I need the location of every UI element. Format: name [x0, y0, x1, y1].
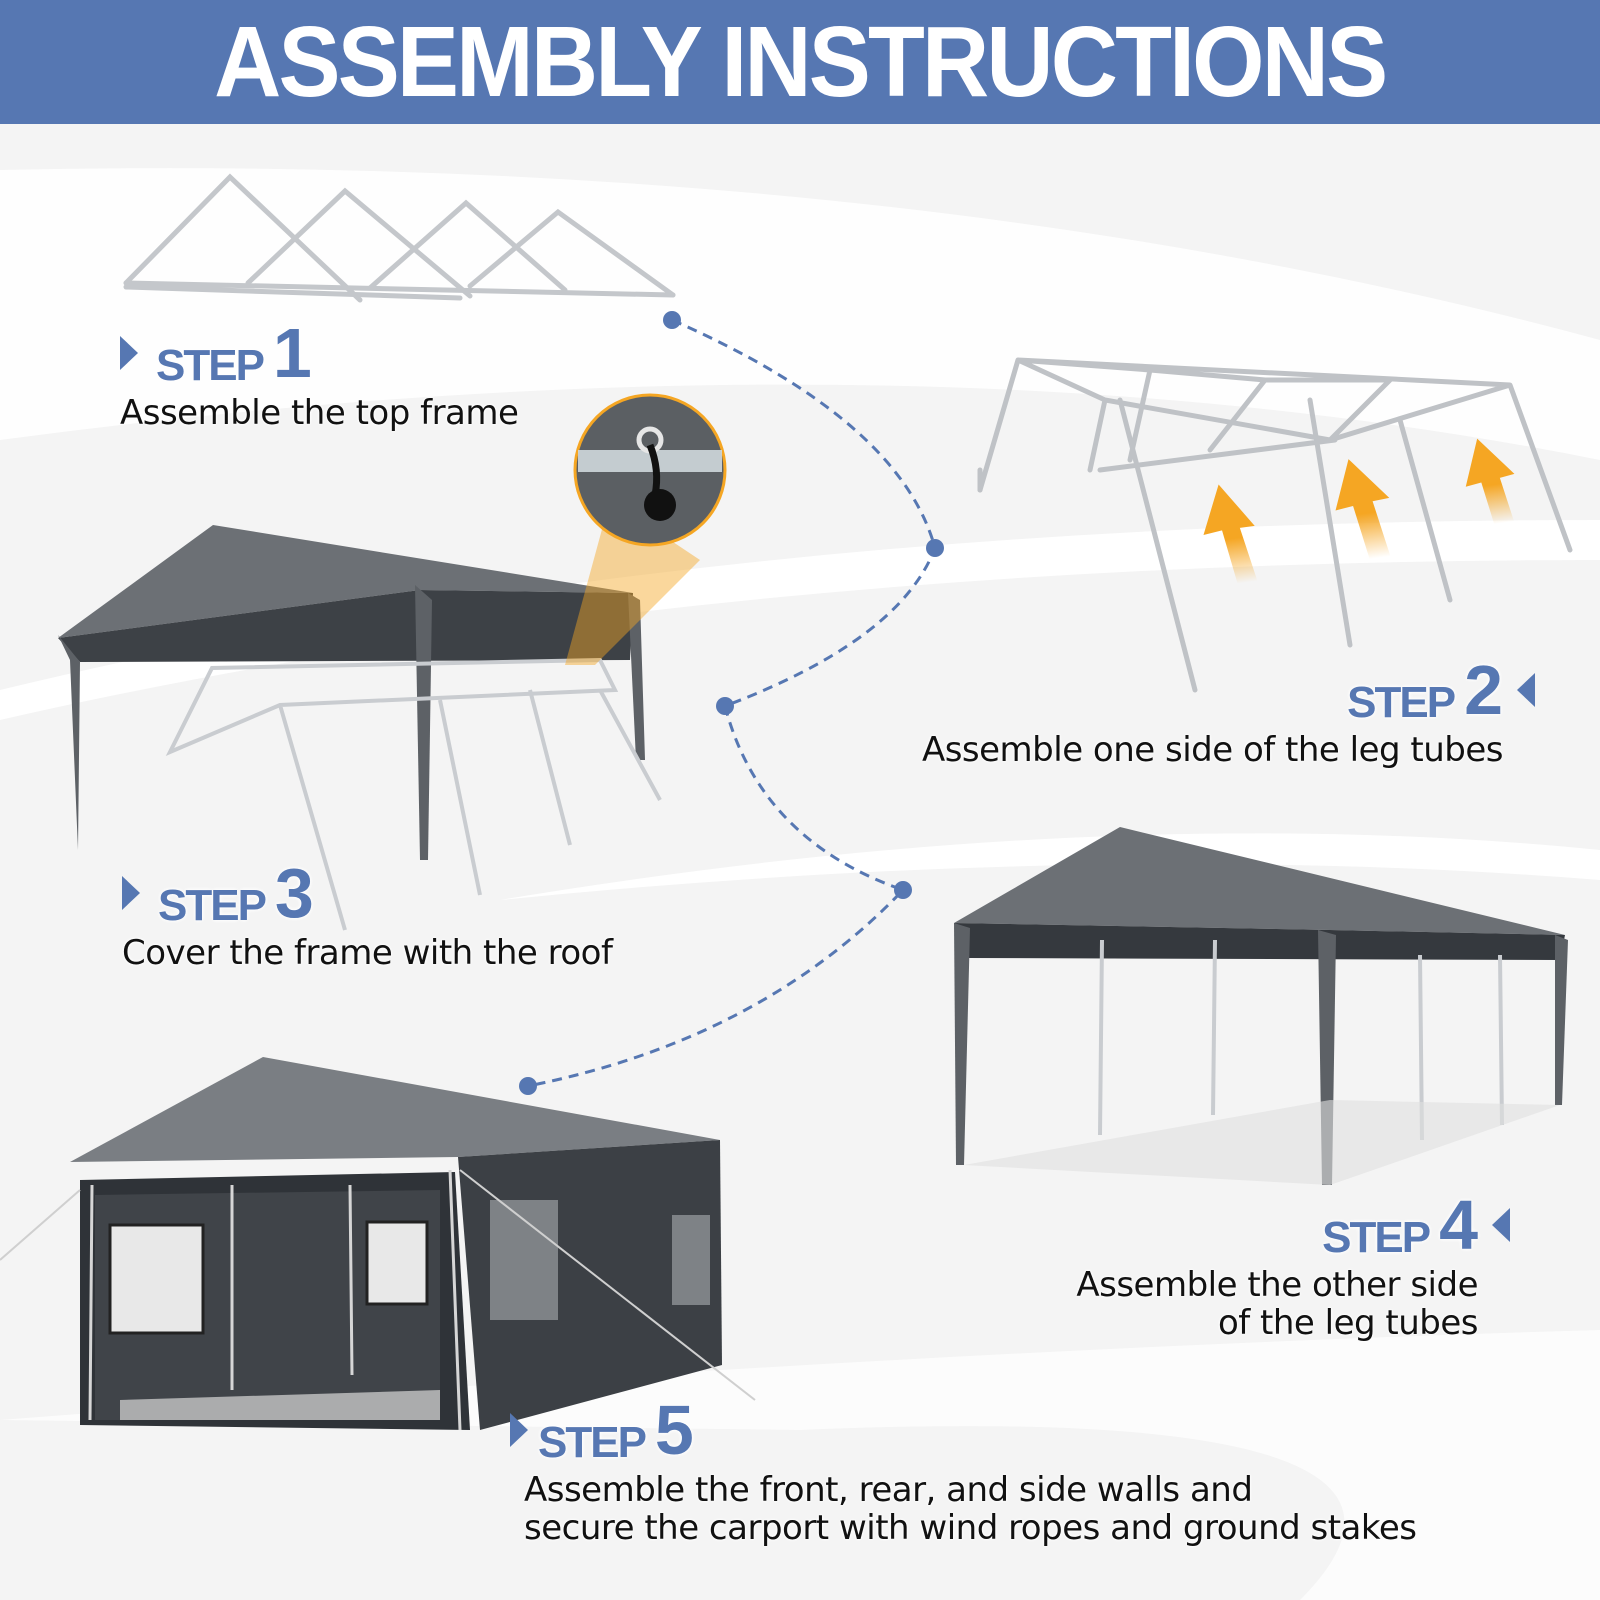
step-label: STEP — [538, 1418, 647, 1467]
step-number: 4 — [1439, 1186, 1478, 1264]
frame-with-legs-illustration — [977, 357, 1573, 693]
triangle-right-icon — [122, 876, 140, 910]
step-3: STEP 3 Cover the frame with the roof — [122, 854, 613, 973]
enclosed-carport-illustration — [0, 1057, 756, 1431]
triangle-right-icon — [510, 1413, 528, 1447]
triangle-right-icon — [120, 336, 138, 370]
top-frame-illustration — [123, 173, 676, 303]
step-description: Assemble the top frame — [120, 393, 519, 433]
step-label: STEP — [1347, 678, 1456, 727]
step-1: STEP 1 Assemble the top frame — [120, 314, 519, 433]
page-title: ASSEMBLY INSTRUCTIONS — [214, 5, 1388, 118]
step-description: Assemble the front, rear, and side walls… — [524, 1470, 1417, 1549]
carport-illustration — [954, 827, 1568, 1185]
step-2: STEP 2 Assemble one side of the leg tube… — [880, 655, 1535, 769]
step-number: 1 — [272, 314, 312, 392]
step-number: 2 — [1464, 651, 1503, 729]
step-label: STEP — [156, 341, 265, 390]
step-description: Cover the frame with the roof — [122, 933, 613, 973]
up-arrow-icons — [1203, 438, 1515, 584]
step-label: STEP — [158, 881, 267, 930]
step-5: STEP 5 Assemble the front, rear, and sid… — [510, 1395, 1417, 1547]
step-description: Assemble one side of the leg tubes — [921, 730, 1504, 770]
connector-dots — [519, 311, 944, 1095]
step-label: STEP — [1322, 1213, 1431, 1262]
triangle-left-icon — [1492, 1208, 1510, 1242]
title-banner: ASSEMBLY INSTRUCTIONS — [0, 0, 1600, 124]
triangle-left-icon — [1517, 673, 1535, 707]
background-swooshes — [0, 124, 1600, 1600]
step-4: STEP 4 Assemble the other side of the le… — [1000, 1190, 1510, 1342]
step-number: 3 — [274, 854, 314, 932]
roof-cover-illustration — [58, 393, 727, 931]
step-description: Assemble the other side of the leg tubes — [1076, 1265, 1478, 1344]
step-number: 5 — [654, 1391, 694, 1469]
